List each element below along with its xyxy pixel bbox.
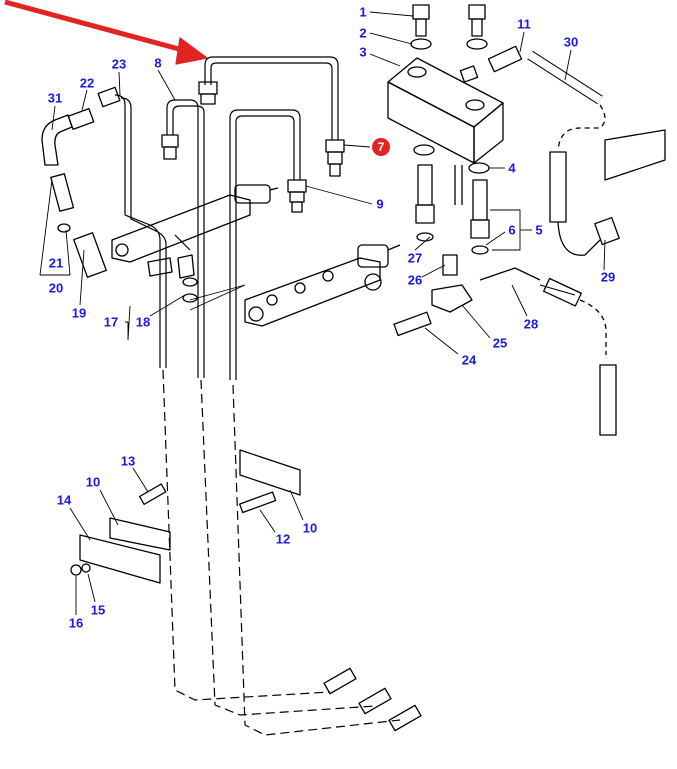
part-label-31[interactable]: 31	[47, 90, 63, 106]
part-label-19[interactable]: 19	[71, 305, 87, 321]
tubes-under-block	[393, 144, 541, 337]
valve-block	[387, 57, 504, 164]
pipe-fittings	[67, 81, 345, 213]
part-label-21[interactable]: 21	[48, 255, 64, 271]
part-label-5[interactable]: 5	[535, 222, 543, 238]
part-label-10-right[interactable]: 10	[302, 520, 318, 536]
part-label-20[interactable]: 20	[48, 280, 64, 296]
part-label-8[interactable]: 8	[154, 55, 162, 71]
part-label-29[interactable]: 29	[600, 269, 616, 285]
part-label-27[interactable]: 27	[407, 250, 423, 266]
part-label-23[interactable]: 23	[111, 56, 127, 72]
part-label-3[interactable]: 3	[359, 44, 367, 60]
part-label-25[interactable]: 25	[492, 335, 508, 351]
part-label-28[interactable]: 28	[523, 316, 539, 332]
part-label-4[interactable]: 4	[508, 160, 516, 176]
part-label-11[interactable]: 11	[517, 16, 531, 32]
bolts	[410, 4, 488, 50]
red-arrow-icon	[4, 0, 208, 65]
hoses	[487, 45, 666, 436]
mounting-bolts	[323, 667, 422, 732]
part-label-2[interactable]: 2	[359, 25, 367, 41]
part-label-15[interactable]: 15	[90, 602, 106, 618]
part-label-6[interactable]: 6	[508, 222, 516, 238]
part-label-24[interactable]: 24	[461, 352, 477, 368]
elbow-fitting	[41, 114, 75, 233]
part-label-16[interactable]: 16	[68, 615, 84, 631]
leader-lines	[39, 11, 606, 615]
part-label-9[interactable]: 9	[376, 196, 384, 212]
part-label-14[interactable]: 14	[56, 492, 72, 508]
master-cylinder-lower	[244, 244, 401, 327]
master-cylinder-upper	[73, 184, 279, 303]
part-label-12[interactable]: 12	[275, 531, 291, 547]
part-label-18[interactable]: 18	[135, 314, 151, 330]
brake-pipes	[114, 56, 401, 736]
part-label-10[interactable]: 10	[85, 474, 101, 490]
brake-pads	[70, 449, 301, 584]
part-label-22[interactable]: 22	[79, 75, 95, 91]
part-label-13[interactable]: 13	[120, 453, 136, 469]
highlighted-part-callout-7[interactable]: 7	[372, 138, 390, 156]
part-label-1[interactable]: 1	[359, 4, 367, 20]
part-label-17[interactable]: 17	[103, 314, 119, 330]
part-label-26[interactable]: 26	[407, 272, 423, 288]
part-label-30[interactable]: 30	[563, 34, 579, 50]
